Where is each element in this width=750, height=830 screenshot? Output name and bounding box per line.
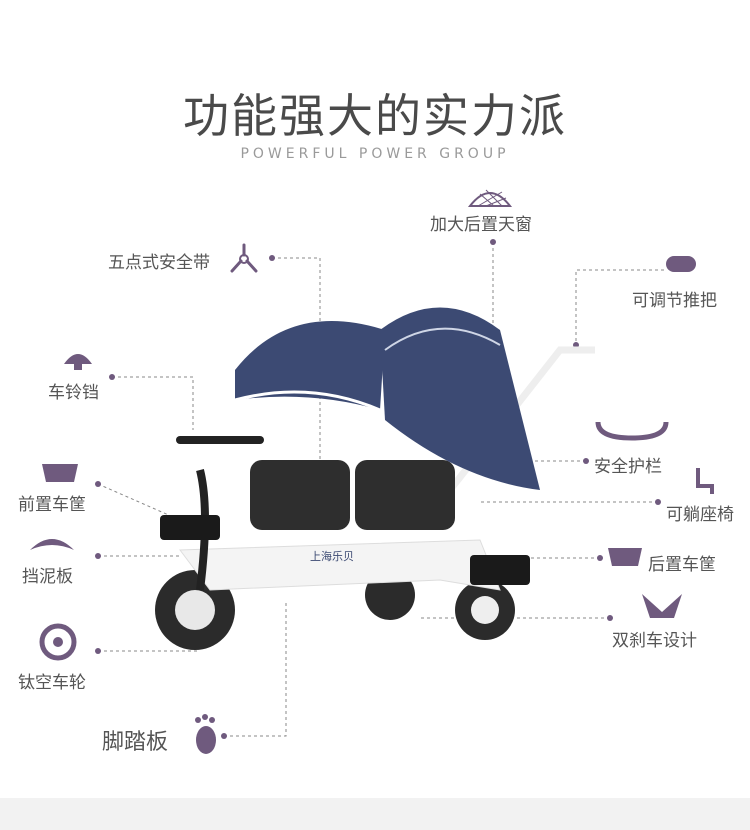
front-basket	[160, 515, 220, 540]
harness-icon	[230, 243, 258, 273]
feature-pedal: 脚踏板	[102, 730, 169, 755]
wheel-icon	[39, 623, 77, 661]
mudguard-icon	[30, 539, 74, 550]
feature-front-basket: 前置车筐	[18, 495, 86, 515]
rear-basket-icon	[608, 548, 642, 566]
feature-rear-window: 加大后置天窗	[430, 215, 532, 235]
twin-tricycle-image: 上海乐贝	[155, 307, 595, 650]
feature-wheel: 钛空车轮	[18, 673, 86, 693]
footprint-icon	[195, 714, 216, 754]
canopy-right	[380, 307, 540, 490]
feature-rear-basket: 后置车筐	[648, 555, 716, 575]
feature-recline: 可躺座椅	[666, 505, 734, 525]
front-basket-icon	[42, 464, 78, 482]
recline-icon	[696, 468, 714, 494]
seat-left	[250, 460, 350, 530]
canopy-left	[235, 321, 385, 410]
rear-basket	[470, 555, 530, 585]
page-subtitle: POWERFUL POWER GROUP	[240, 146, 510, 162]
handle-icon	[666, 256, 696, 272]
feature-harness: 五点式安全带	[108, 253, 210, 273]
feature-guard: 安全护栏	[594, 457, 662, 477]
rear-window-icon	[467, 189, 513, 207]
feature-bell: 车铃铛	[48, 383, 99, 403]
seat-right	[355, 460, 455, 530]
feature-brake: 双刹车设计	[612, 631, 697, 651]
page-title: 功能强大的实力派	[183, 89, 567, 143]
footer-band	[0, 798, 750, 830]
brand-logo: 上海乐贝	[310, 549, 354, 563]
frame	[179, 539, 501, 591]
guard-icon	[595, 421, 669, 441]
bell-icon	[64, 354, 92, 370]
rear-wheel	[455, 580, 515, 640]
feature-handle: 可调节推把	[632, 291, 717, 311]
feature-mudguard: 挡泥板	[22, 567, 73, 587]
brake-icon	[642, 594, 682, 618]
